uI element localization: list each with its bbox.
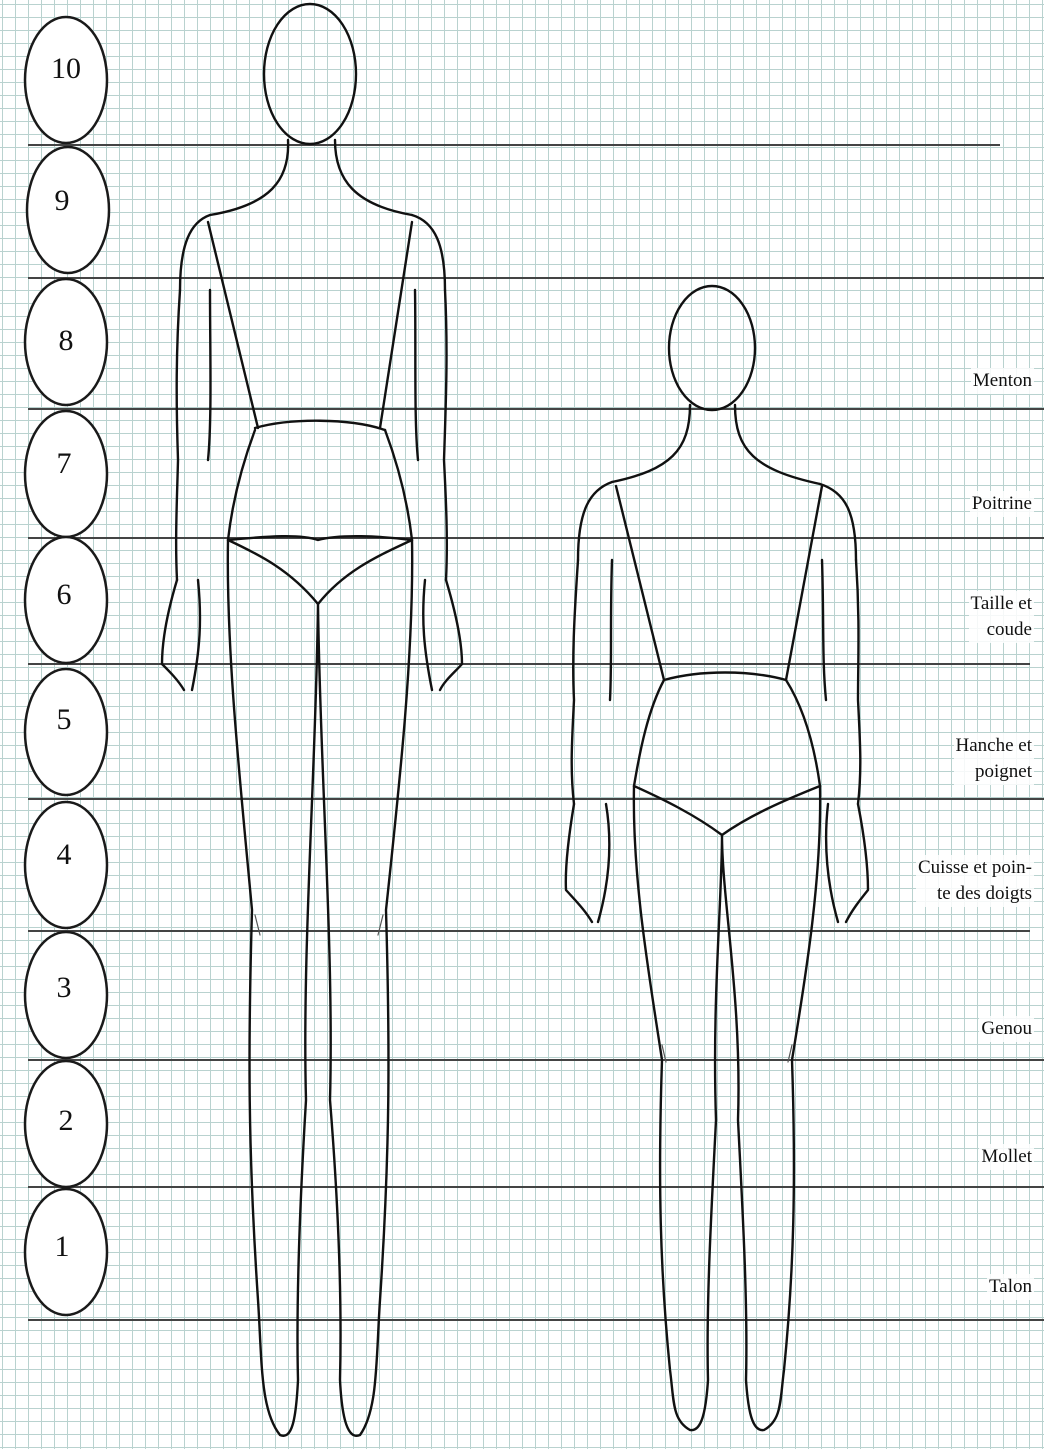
figure-left-hand: [566, 804, 609, 922]
head-unit-number: 8: [59, 324, 74, 357]
figure-right-hand: [423, 580, 462, 690]
label-poitrine-text: Poitrine: [972, 493, 1032, 514]
head-unit-number: 2: [59, 1104, 74, 1137]
figure-ten-heads: [162, 4, 462, 1436]
figure-legs: [634, 786, 820, 1430]
figure-hips: [634, 680, 820, 786]
figure-briefs: [634, 786, 820, 835]
label-hanche-line2: poignet: [956, 759, 1032, 785]
head-unit-number: 1: [55, 1230, 70, 1263]
label-genou-text: Genou: [981, 1018, 1032, 1039]
label-poitrine: Poitrine: [970, 491, 1034, 517]
label-cuisse-line2: te des doigts: [918, 881, 1032, 907]
figure-briefs: [228, 536, 412, 604]
label-hanche-line1: Hanche et: [956, 733, 1032, 759]
head-unit-number: 7: [57, 447, 72, 480]
figure-right-arm: [415, 290, 447, 580]
figure-right-hand: [826, 804, 868, 922]
label-taille-line1: Taille et: [971, 591, 1032, 617]
figure-left-hand: [162, 580, 200, 690]
label-taille-coude: Taille et coude: [969, 591, 1034, 643]
figure-torso: [208, 222, 412, 430]
figure-legs: [228, 540, 412, 1436]
figure-neck: [612, 405, 820, 484]
figure-torso: [616, 486, 822, 680]
figure-left-arm: [572, 560, 612, 804]
figure-head: [264, 4, 356, 144]
figure-hips: [228, 430, 412, 540]
label-mollet: Mollet: [979, 1144, 1034, 1170]
label-menton-text: Menton: [973, 370, 1032, 391]
figure-left-arm: [176, 290, 210, 580]
label-menton: Menton: [971, 368, 1034, 394]
head-unit-number: 6: [57, 578, 72, 611]
label-genou: Genou: [979, 1016, 1034, 1042]
head-unit-number: 10: [51, 52, 81, 85]
label-hanche-poignet: Hanche et poignet: [954, 733, 1034, 785]
head-unit-column: 10 9 8 7 6 5 4 3 2 1: [25, 17, 109, 1315]
label-talon-text: Talon: [989, 1276, 1032, 1297]
label-talon: Talon: [987, 1274, 1034, 1300]
label-taille-line2: coude: [971, 617, 1032, 643]
figure-head: [669, 286, 755, 410]
head-unit-number: 9: [55, 184, 70, 217]
head-unit-number: 5: [57, 703, 72, 736]
label-cuisse-line1: Cuisse et poin-: [918, 855, 1032, 881]
figure-right-arm: [822, 560, 860, 804]
head-unit-number: 3: [57, 971, 72, 1004]
proportion-guide-lines: [28, 145, 1044, 1320]
figure-eight-heads: [566, 286, 868, 1430]
head-unit-number: 4: [57, 838, 72, 871]
label-mollet-text: Mollet: [981, 1146, 1032, 1167]
figure-neck: [210, 140, 412, 215]
label-cuisse-doigts: Cuisse et poin- te des doigts: [916, 855, 1034, 907]
